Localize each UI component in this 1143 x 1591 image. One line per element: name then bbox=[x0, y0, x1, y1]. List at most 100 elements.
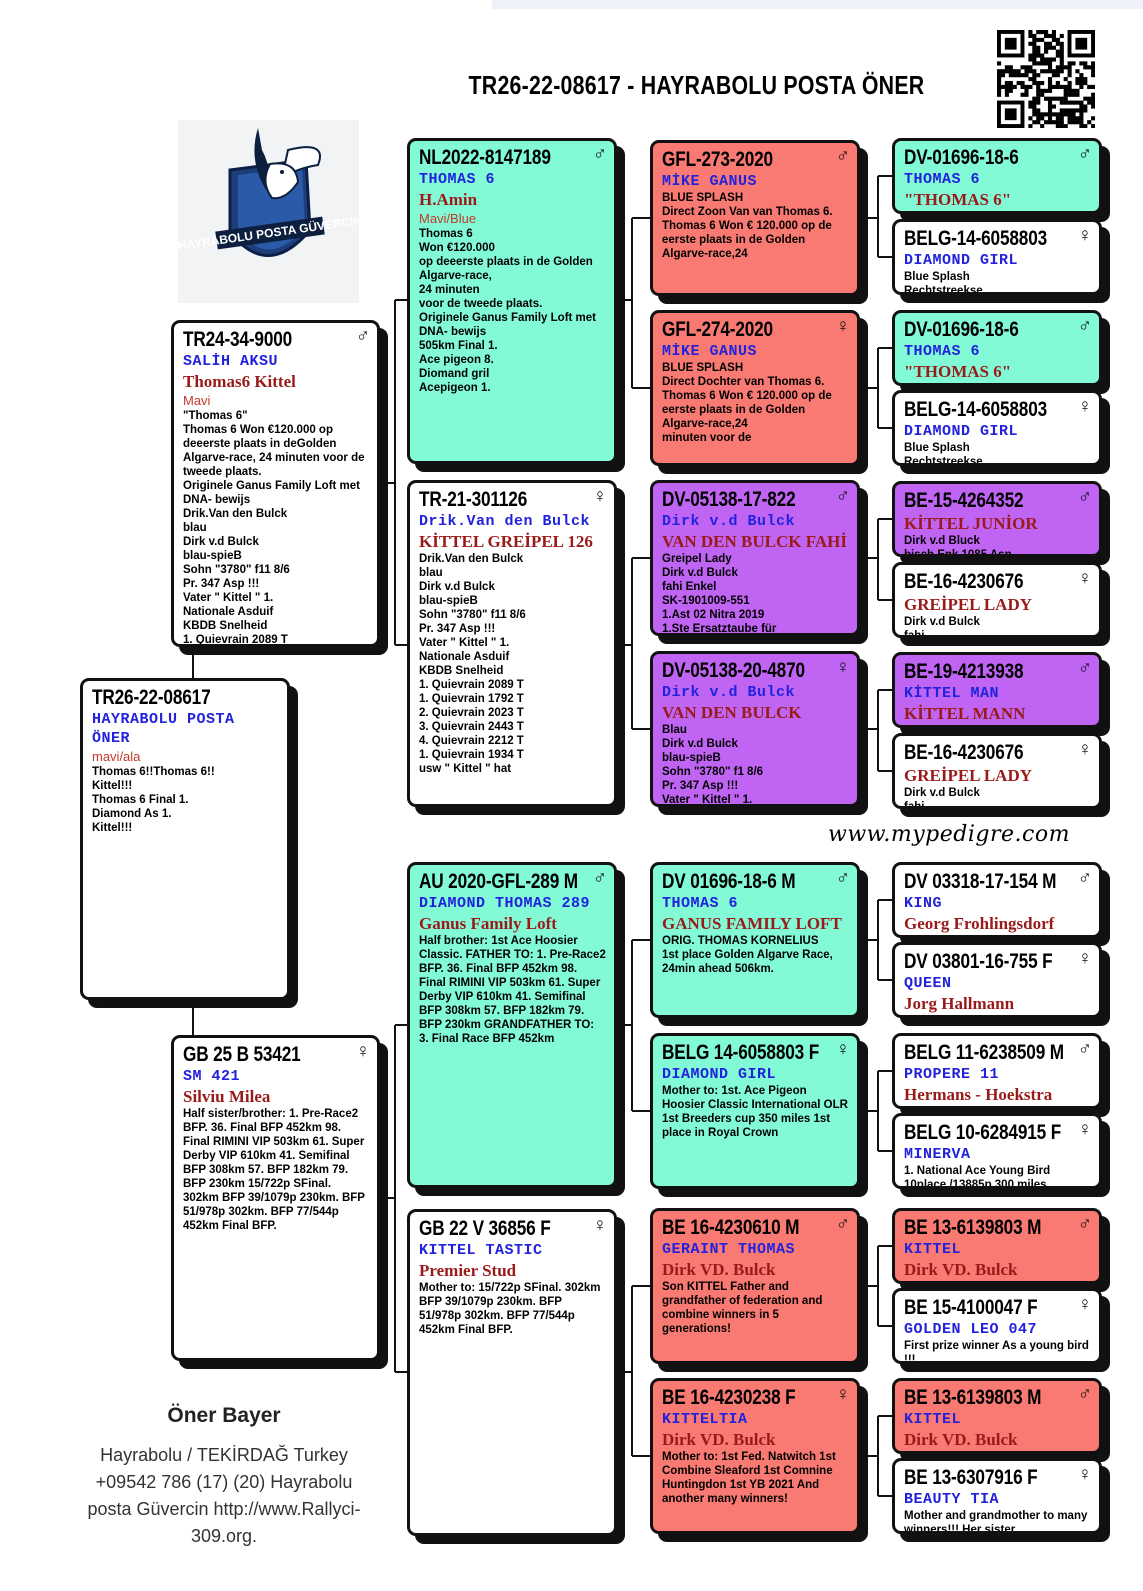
ring-number: BE-19-4213938 bbox=[904, 660, 1024, 683]
ring-number: BE 13-6139803 M bbox=[904, 1216, 1042, 1239]
male-symbol-icon: ♂ bbox=[1077, 868, 1092, 889]
breeder-name: "THOMAS 6" bbox=[904, 362, 1012, 381]
female-symbol-icon: ♀ bbox=[835, 1039, 850, 1060]
ring-number: BE 13-6307916 F bbox=[904, 1466, 1038, 1489]
breeder-name: Dirk VD. Bulck bbox=[904, 1260, 1018, 1279]
male-symbol-icon: ♂ bbox=[835, 146, 850, 167]
feather-color: Mavi/Blue bbox=[419, 211, 477, 226]
female-symbol-icon: ♀ bbox=[1077, 396, 1092, 417]
ring-number: BELG 10-6284915 F bbox=[904, 1121, 1062, 1144]
pigeon-name: SALİH AKSU bbox=[183, 353, 279, 370]
ring-number: BE 16-4230610 M bbox=[662, 1216, 800, 1239]
ring-number: GFL-273-2020 bbox=[662, 148, 773, 171]
pedigree-notes: Half sister/brother: 1. Pre-Race2 BFP. 3… bbox=[183, 1108, 365, 1232]
male-symbol-icon: ♂ bbox=[355, 326, 370, 347]
ring-number: BELG-14-6058803 bbox=[904, 398, 1048, 421]
female-symbol-icon: ♀ bbox=[1077, 739, 1092, 760]
breeder-name: GREİPEL LADY bbox=[904, 595, 1032, 614]
pigeon-name: GERAINT THOMAS bbox=[662, 1241, 796, 1258]
male-symbol-icon: ♂ bbox=[1077, 1039, 1092, 1060]
ring-number: BE 16-4230238 F bbox=[662, 1386, 796, 1409]
pigeon-name: DIAMOND GIRL bbox=[904, 252, 1019, 269]
ring-number: BE-16-4230676 bbox=[904, 741, 1024, 764]
pedigree-notes: Son KITTEL Father and grandfather of fed… bbox=[662, 1281, 823, 1335]
ring-number: DV-05138-20-4870 bbox=[662, 659, 805, 682]
male-symbol-icon: ♂ bbox=[592, 868, 607, 889]
feather-color: Mavi bbox=[183, 393, 211, 408]
breeder-name: Thomas6 Kittel bbox=[183, 372, 296, 391]
male-symbol-icon: ♂ bbox=[1077, 316, 1092, 337]
pigeon-name: DIAMOND GIRL bbox=[904, 423, 1019, 440]
pigeon-name: KITTEL TASTIC bbox=[419, 1242, 543, 1259]
female-symbol-icon: ♀ bbox=[1077, 1119, 1092, 1140]
breeder-name: Dirk VD. Bulck bbox=[662, 1430, 776, 1449]
pigeon-name: MİKE GANUS bbox=[662, 173, 758, 190]
pedigree-notes: Blue Splash Rechtstreekse bbox=[904, 442, 983, 466]
pedigree-notes: Mother to: 1st Fed. Natwitch 1st Combine… bbox=[662, 1451, 836, 1505]
pedigree-notes: Mother and grandmother to many winners!!… bbox=[904, 1510, 1088, 1534]
pedigree-notes: BLUE SPLASH Direct Dochter van Thomas 6.… bbox=[662, 362, 832, 444]
female-symbol-icon: ♀ bbox=[1077, 568, 1092, 589]
female-symbol-icon: ♀ bbox=[835, 657, 850, 678]
ring-number: TR24-34-9000 bbox=[183, 328, 293, 351]
male-symbol-icon: ♂ bbox=[835, 1214, 850, 1235]
pedigree-notes: Blau Dirk v.d Bulck blau-spieB Sohn "378… bbox=[662, 724, 764, 806]
female-symbol-icon: ♀ bbox=[592, 486, 607, 507]
ring-number: BELG 11-6238509 M bbox=[904, 1041, 1064, 1064]
breeder-name: "THOMAS 6" bbox=[904, 190, 1012, 209]
ring-number: GB 25 B 53421 bbox=[183, 1043, 301, 1066]
pigeon-name: QUEEN bbox=[904, 975, 952, 992]
ring-number: DV-05138-17-822 bbox=[662, 488, 796, 511]
female-symbol-icon: ♀ bbox=[1077, 1294, 1092, 1315]
ring-number: BELG-14-6058803 bbox=[904, 227, 1048, 250]
website-label: www.mypedigre.com bbox=[828, 822, 1070, 847]
pedigree-notes: Dirk v.d Bulck fahi bbox=[904, 616, 980, 638]
pigeon-name: GOLDEN LEO 047 bbox=[904, 1321, 1038, 1338]
ring-number: TR-21-301126 bbox=[419, 488, 528, 511]
feather-color: mavi/ala bbox=[92, 749, 141, 764]
pedigree-notes: First prize winner As a young bird !!! bbox=[904, 1340, 1089, 1364]
male-symbol-icon: ♂ bbox=[1077, 1384, 1092, 1405]
breeder-name: Dirk VD. Bulck bbox=[904, 1430, 1018, 1449]
pedigree-notes: Mother to: 15/722p SFinal. 302km BFP 39/… bbox=[419, 1282, 601, 1336]
breeder-name: VAN DEN BULCK bbox=[662, 703, 802, 722]
breeder-name: Premier Stud bbox=[419, 1261, 517, 1280]
breeder-name: H.Amin bbox=[419, 190, 478, 209]
female-symbol-icon: ♀ bbox=[355, 1041, 370, 1062]
pigeon-name: KİTTEL MAN bbox=[904, 685, 1000, 702]
pigeon-name: MİKE GANUS bbox=[662, 343, 758, 360]
pigeon-name: DIAMOND THOMAS 289 bbox=[419, 895, 591, 912]
pigeon-name: THOMAS 6 bbox=[904, 343, 981, 360]
